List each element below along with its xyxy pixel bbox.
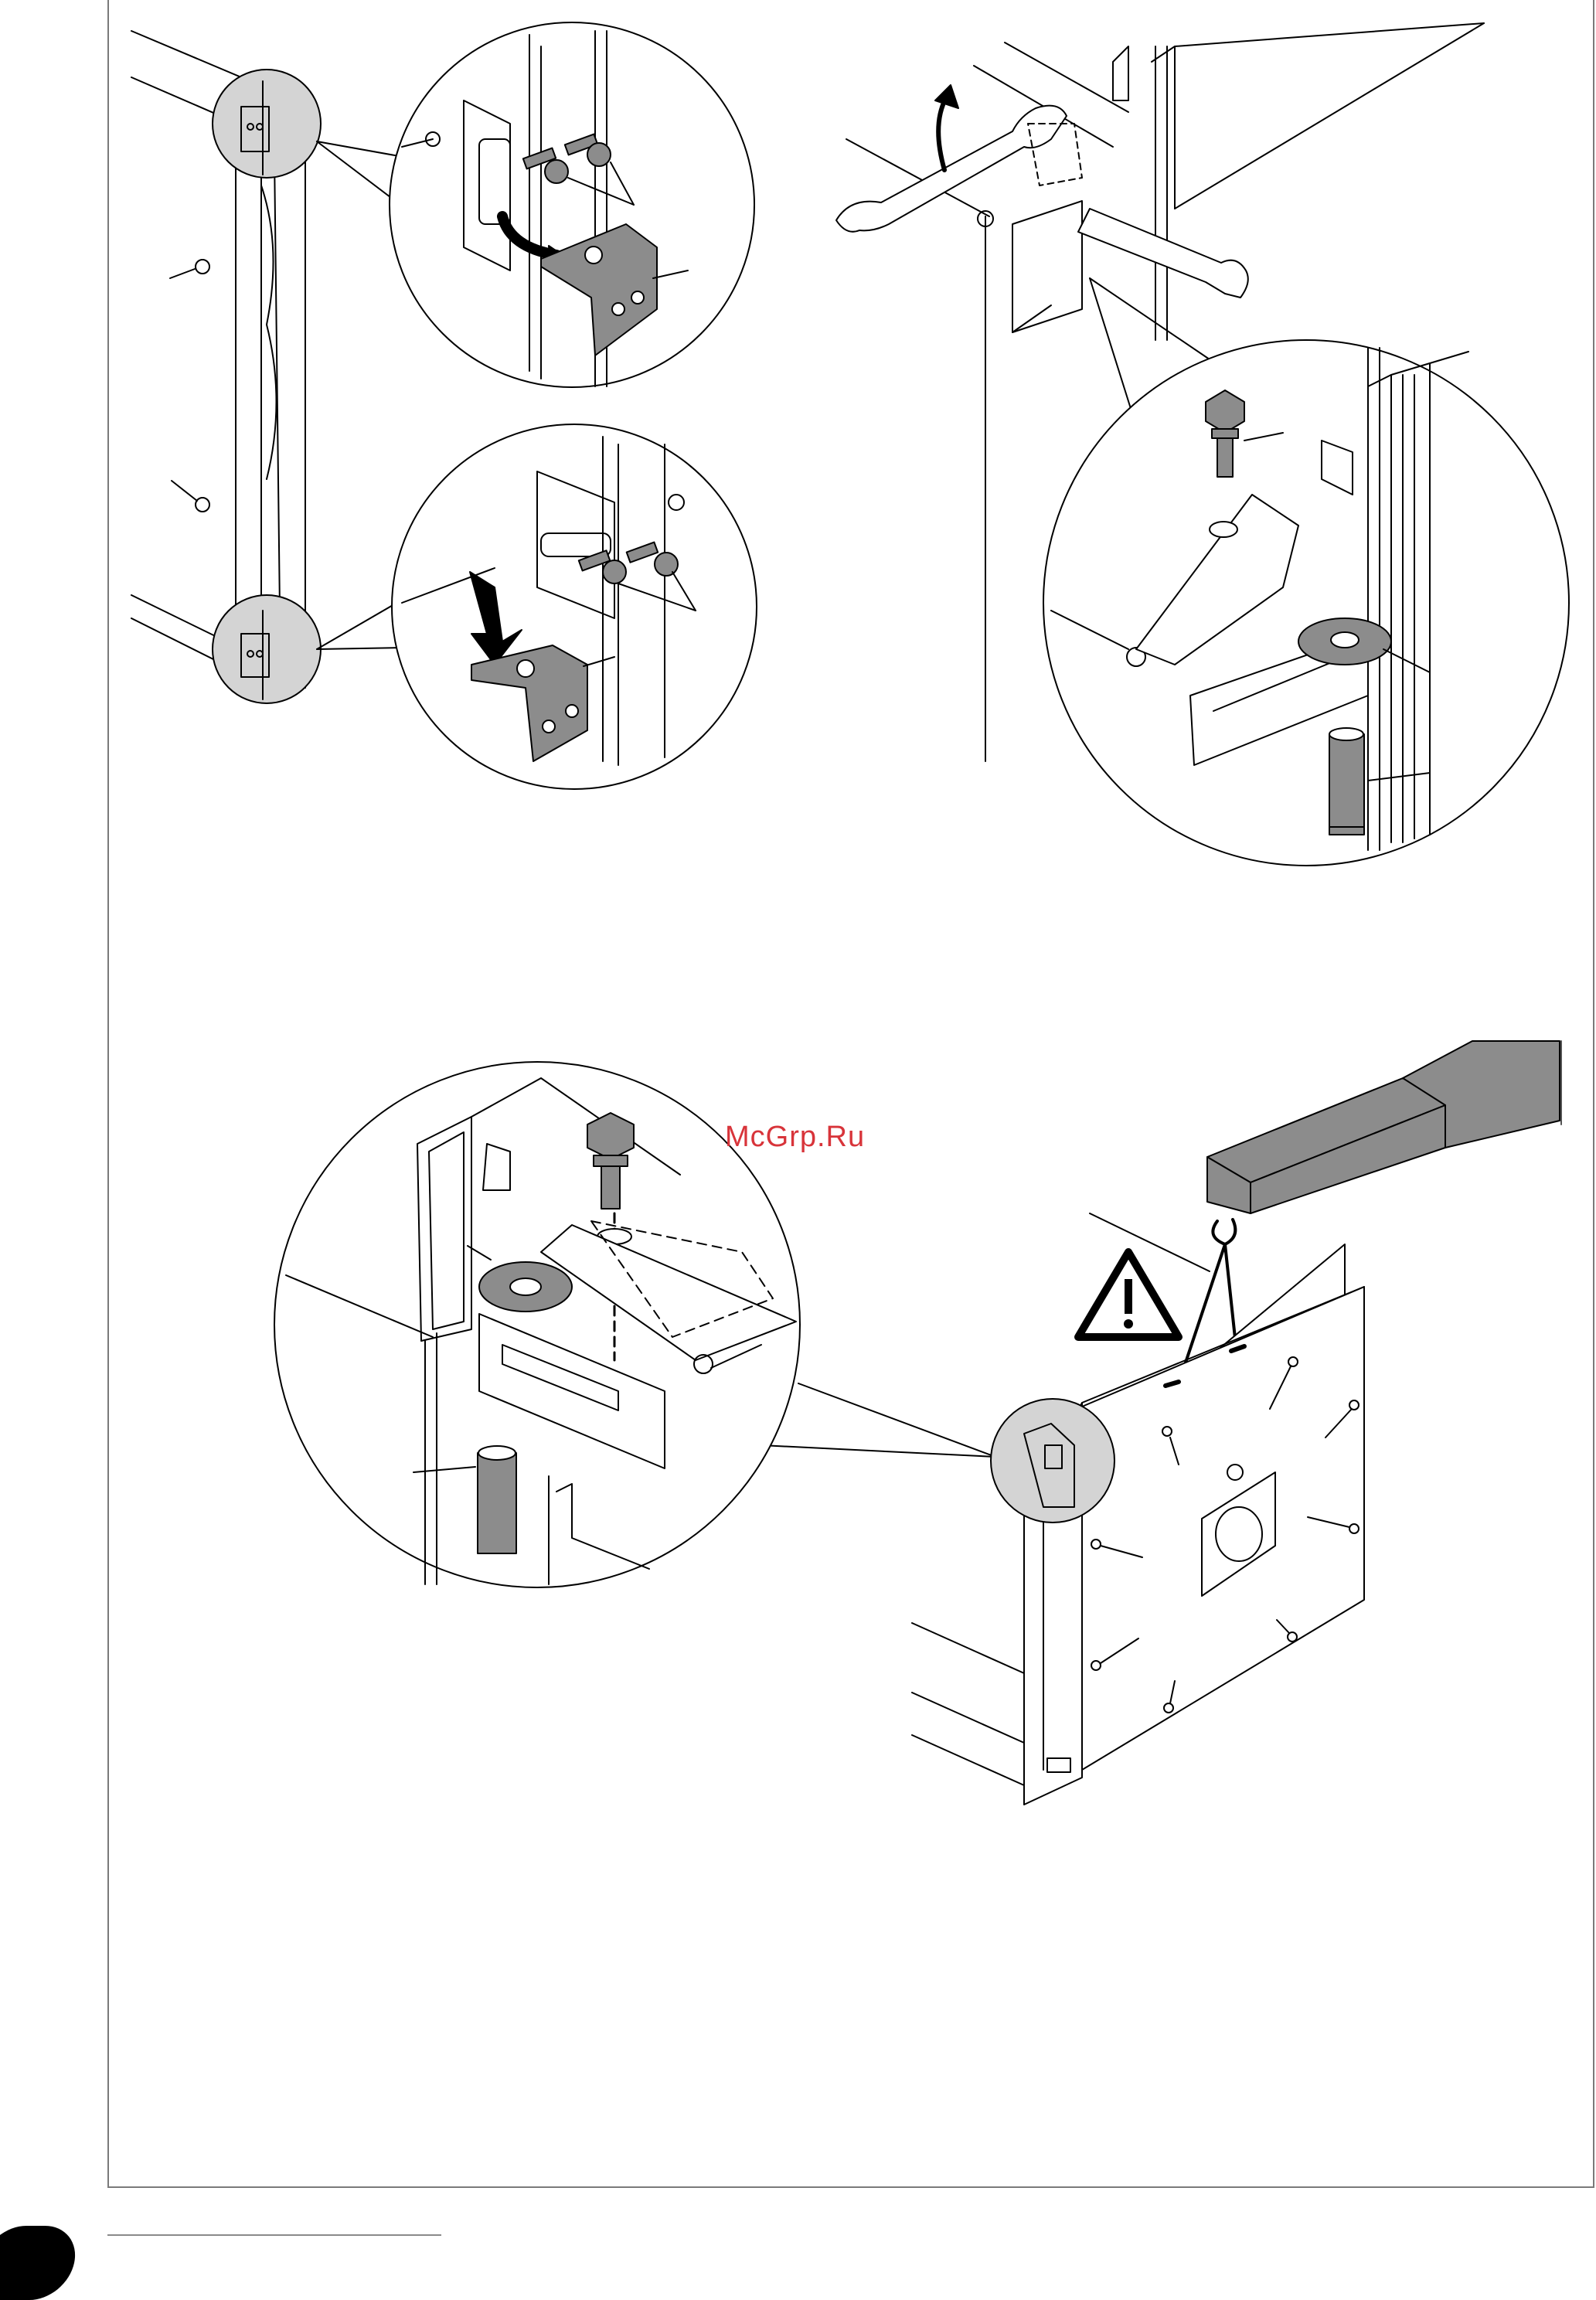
detail-circle-upper — [390, 22, 754, 387]
washer-icon — [1298, 618, 1391, 665]
screw-icon — [196, 260, 209, 274]
warning-triangle-icon — [1078, 1252, 1179, 1337]
detail-circle-bolt — [274, 1062, 800, 1587]
callout-circle-crane — [991, 1399, 1114, 1523]
footer-rule — [107, 2234, 441, 2236]
page-number-tab — [0, 2226, 82, 2300]
crane-lift — [912, 1041, 1561, 1805]
leveling-foot-icon — [1329, 728, 1364, 835]
detail-circle-lower — [392, 424, 757, 789]
screw-icon — [196, 498, 209, 512]
detail-circle-foot — [1043, 340, 1569, 866]
callout-circle-lower — [213, 595, 321, 703]
leveling-foot-icon — [478, 1446, 516, 1553]
washer-icon — [479, 1262, 572, 1312]
callout-circle-upper — [213, 70, 321, 178]
watermark: McGrp.Ru — [725, 1121, 865, 1154]
